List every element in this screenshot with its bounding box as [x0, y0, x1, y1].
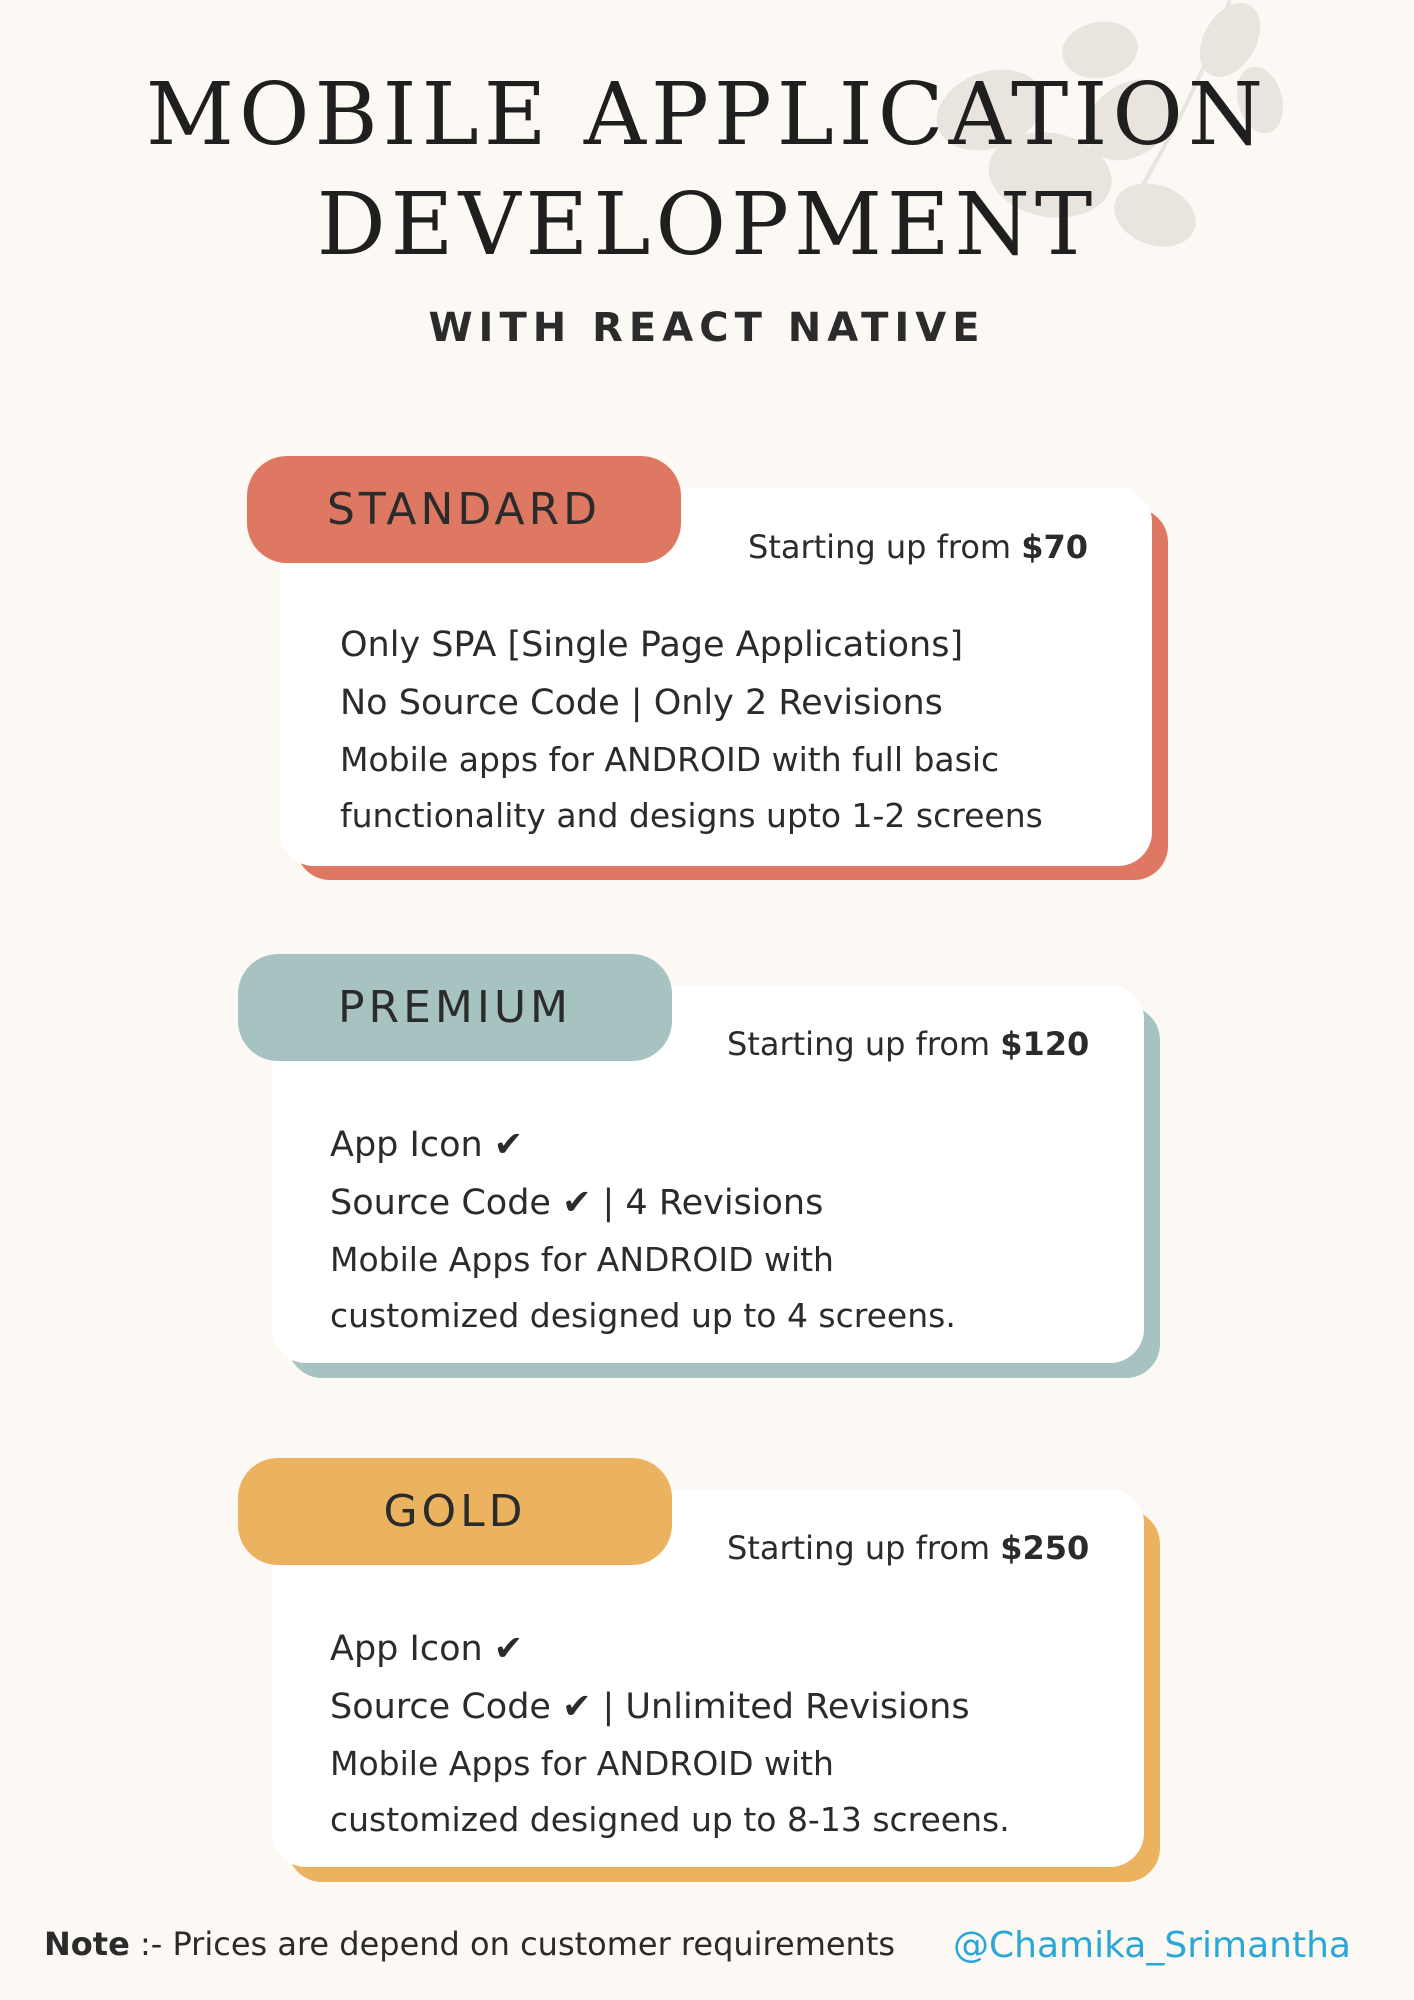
list-item: Mobile Apps for ANDROID with — [330, 1240, 834, 1279]
list-item: Mobile apps for ANDROID with full basic — [340, 740, 1000, 779]
price-prefix: Starting up from — [748, 528, 1022, 566]
list-item: Mobile Apps for ANDROID with — [330, 1744, 834, 1783]
note-text: :- Prices are depend on customer require… — [129, 1925, 896, 1963]
plan-premium-price: Starting up from $120 — [727, 1025, 1089, 1063]
list-item: No Source Code | Only 2 Revisions — [340, 683, 943, 723]
footer-note: Note :- Prices are depend on customer re… — [44, 1925, 895, 1963]
plan-gold-price: Starting up from $250 — [727, 1529, 1089, 1567]
page-title: MOBILE APPLICATION DEVELOPMENT — [0, 60, 1414, 280]
note-label: Note — [44, 1925, 130, 1963]
plan-gold-badge: GOLD — [238, 1458, 672, 1565]
list-item: customized designed up to 8-13 screens. — [330, 1800, 1010, 1839]
title-line-1: MOBILE APPLICATION — [145, 65, 1269, 165]
page-subtitle: WITH REACT NATIVE — [428, 305, 986, 351]
price-prefix: Starting up from — [727, 1025, 1001, 1063]
price-value: $120 — [1000, 1025, 1090, 1063]
list-item: Only SPA [Single Page Applications] — [340, 625, 964, 665]
plan-standard-badge: STANDARD — [247, 456, 681, 563]
plan-premium-features: App Icon ✔ Source Code ✔ | 4 Revisions M… — [330, 1116, 956, 1344]
price-value: $250 — [1000, 1529, 1090, 1567]
plan-standard-features: Only SPA [Single Page Applications] No S… — [340, 616, 1043, 844]
plan-premium-badge: PREMIUM — [238, 954, 672, 1061]
plan-standard-price: Starting up from $70 — [748, 528, 1088, 566]
list-item: App Icon ✔ — [330, 1629, 524, 1669]
list-item: Source Code ✔ | Unlimited Revisions — [330, 1687, 970, 1727]
title-line-2: DEVELOPMENT — [316, 175, 1098, 275]
price-value: $70 — [1021, 528, 1089, 566]
list-item: App Icon ✔ — [330, 1125, 524, 1165]
price-prefix: Starting up from — [727, 1529, 1001, 1567]
leaf-branch-icon — [936, 0, 1284, 247]
list-item: functionality and designs upto 1-2 scree… — [340, 796, 1043, 835]
author-handle[interactable]: @Chamika_Srimantha — [953, 1925, 1351, 1966]
list-item: Source Code ✔ | 4 Revisions — [330, 1183, 824, 1223]
plan-gold-features: App Icon ✔ Source Code ✔ | Unlimited Rev… — [330, 1620, 1010, 1848]
list-item: customized designed up to 4 screens. — [330, 1296, 956, 1335]
